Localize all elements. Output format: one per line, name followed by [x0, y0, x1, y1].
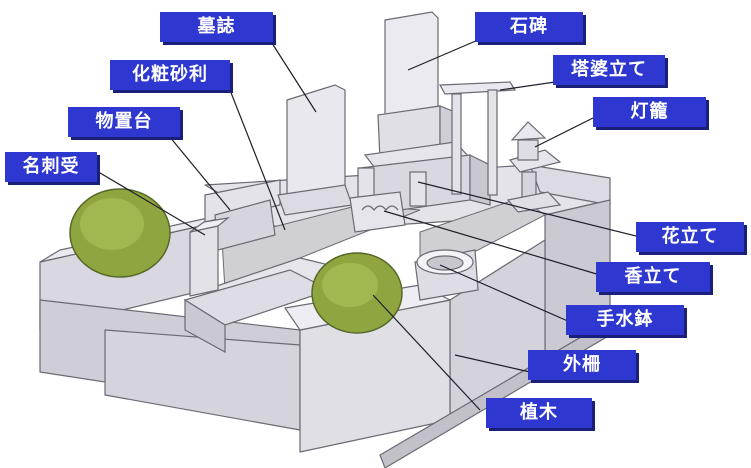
label-toubatate: 塔婆立て [553, 55, 665, 85]
epitaph-plate [277, 84, 353, 216]
shrubs [69, 188, 403, 334]
label-hanatate: 花立て [636, 222, 744, 252]
flower-holders [357, 167, 427, 207]
label-monooki: 物置台 [68, 107, 180, 137]
incense-holder [349, 191, 406, 233]
label-ueki: 植木 [486, 398, 592, 428]
stone-path [183, 257, 353, 354]
label-chouzubachi: 手水鉢 [566, 305, 684, 335]
card-box [189, 217, 231, 297]
label-keshozunari: 化粧砂利 [110, 60, 230, 90]
storage-base [204, 179, 281, 251]
label-sekihi: 石碑 [475, 12, 583, 42]
label-sotosaku: 外柵 [528, 350, 636, 380]
stone-lantern [506, 121, 562, 213]
leader-lines [94, 39, 641, 411]
label-tourou: 灯籠 [593, 97, 706, 127]
water-basin [414, 249, 479, 301]
label-boshi: 墓誌 [160, 12, 273, 42]
label-koutate: 香立て [596, 262, 710, 292]
label-meishiuke: 名刺受 [5, 152, 97, 182]
stupa-stand [439, 81, 517, 196]
